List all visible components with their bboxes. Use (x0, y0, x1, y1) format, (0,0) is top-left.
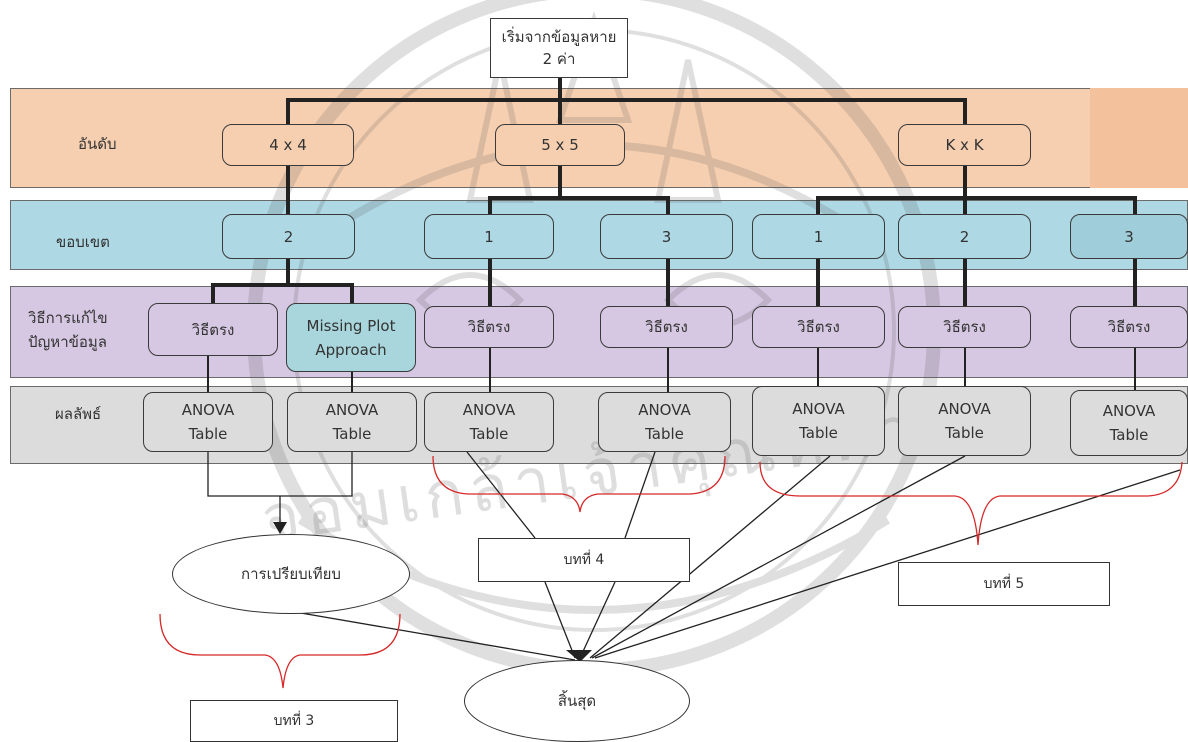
boundary-node: 3 (600, 214, 733, 259)
chapter-box-5: บทที่ 5 (898, 562, 1110, 606)
method-node-direct: วิธีตรง (1070, 306, 1188, 348)
result-node-anova: ANOVA Table (752, 386, 885, 456)
order-node-4x4: 4 x 4 (222, 124, 354, 166)
end-node: สิ้นสุด (464, 660, 690, 742)
chapter-box-3: บทที่ 3 (190, 700, 398, 742)
start-node: เริ่มจากข้อมูลหาย 2 ค่า (490, 18, 628, 78)
result-node-anova: ANOVA Table (598, 392, 731, 452)
result-node-anova: ANOVA Table (143, 392, 273, 452)
order-node-5x5: 5 x 5 (495, 124, 625, 166)
result-node-anova: ANOVA Table (898, 386, 1031, 456)
boundary-node: 2 (898, 214, 1031, 259)
result-node-anova: ANOVA Table (424, 392, 554, 452)
method-node-direct: วิธีตรง (600, 306, 733, 348)
boundary-node: 1 (424, 214, 554, 259)
chapter-box-4: บทที่ 4 (478, 538, 690, 582)
method-node-direct: วิธีตรง (424, 306, 554, 348)
row-label-boundary: ขอบเขต (56, 230, 110, 254)
row-label-method: วิธีการแก้ไข ปัญหาข้อมูล (28, 306, 108, 354)
method-node-direct: วิธีตรง (898, 306, 1031, 348)
row-label-result: ผลลัพธ์ (55, 402, 101, 426)
boundary-node: 1 (752, 214, 885, 259)
method-node-missing-plot: Missing Plot Approach (286, 303, 416, 372)
comparison-node: การเปรียบเทียบ (172, 534, 410, 614)
boundary-node: 2 (222, 214, 355, 259)
boundary-node: 3 (1070, 214, 1188, 259)
method-node-direct: วิธีตรง (148, 303, 278, 356)
row-label-order: อันดับ (78, 132, 117, 156)
order-node-kxk: K x K (898, 124, 1031, 166)
order-band-accent (1090, 88, 1188, 188)
result-node-anova: ANOVA Table (287, 392, 417, 452)
method-node-direct: วิธีตรง (752, 306, 885, 348)
result-node-anova: ANOVA Table (1070, 390, 1188, 456)
